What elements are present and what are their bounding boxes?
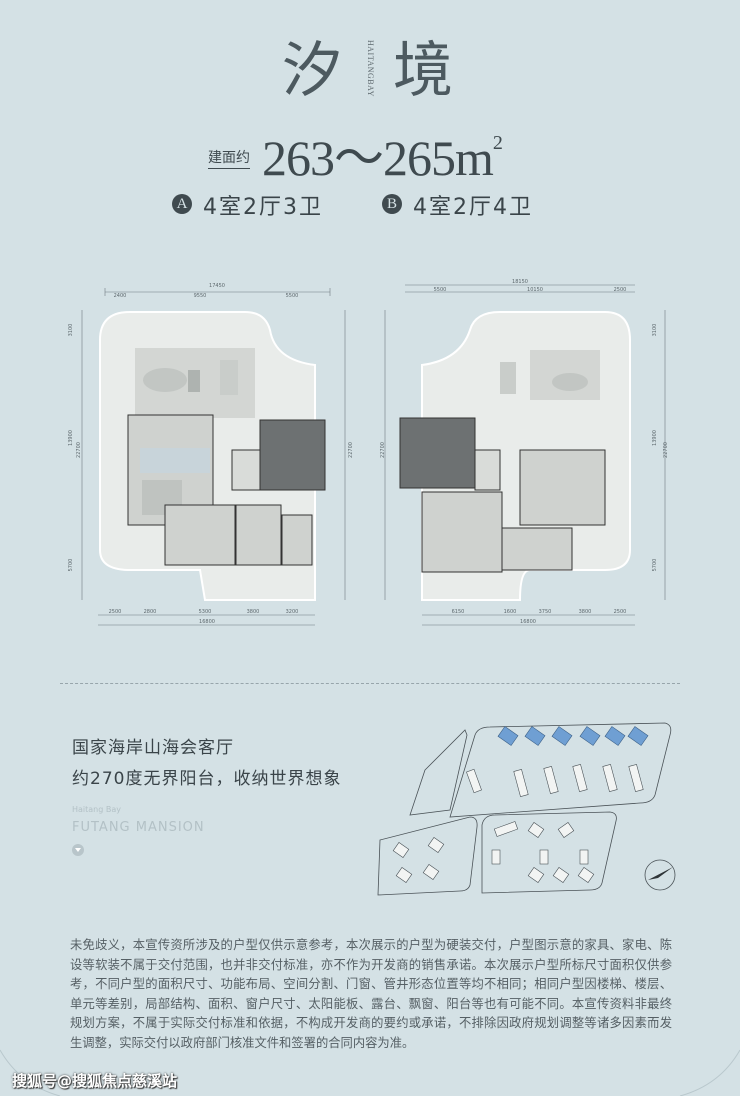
- dim-left-total: 22700: [76, 442, 82, 458]
- dim-bottom: 2800: [144, 609, 157, 615]
- decorative-arcs: [0, 1049, 740, 1096]
- section-divider: [60, 683, 680, 684]
- dim-bottom: 1600: [504, 609, 517, 615]
- vertical-english-title: HAITANGBAY: [366, 40, 375, 97]
- dim-bottom: 3750: [539, 609, 552, 615]
- area-label: 建面约: [208, 147, 250, 169]
- floor-plan-a: 17450 2400 9550 5500 3100 13900 5700 227…: [68, 283, 354, 626]
- dim-bottom: 3800: [247, 609, 260, 615]
- dim-bottom: 6150: [452, 609, 465, 615]
- area-number: 263～265m: [262, 130, 494, 186]
- dim-bottom: 5300: [199, 609, 212, 615]
- dim-bottom: 2500: [614, 609, 627, 615]
- site-plan: [377, 722, 676, 896]
- dim-right-total: 22700: [663, 442, 669, 458]
- watermark: 搜狐号@搜狐焦点慈溪站: [12, 1072, 178, 1090]
- dim-right-total: 22700: [348, 442, 354, 458]
- slogan-line-2: 约270度无界阳台，收纳世界想象: [72, 769, 342, 789]
- dim-right: 5700: [652, 559, 658, 572]
- dim-top: 2500: [614, 287, 627, 293]
- unit-b-badge: B: [382, 194, 402, 214]
- dim-left: 3100: [68, 324, 74, 337]
- dim-top: 5500: [286, 293, 299, 299]
- dim-bottom: 3200: [286, 609, 299, 615]
- title-char-1: 汐: [282, 36, 342, 106]
- compass-icon: [644, 859, 676, 891]
- dim-top: 2400: [114, 293, 127, 299]
- dim-left: 5700: [68, 559, 74, 572]
- dim-left-total: 22700: [380, 442, 386, 458]
- highlighted-buildings: [497, 726, 649, 746]
- dim-bottom: 2500: [109, 609, 122, 615]
- title-char-2: 境: [393, 36, 453, 106]
- disclaimer-text: 未免歧义，本宣传资所涉及的户型仅供示意参考，本次展示的户型为硬装交付，户型图示意…: [70, 938, 672, 1050]
- dim-bottom-total: 16800: [520, 619, 536, 625]
- dim-right: 13900: [652, 430, 658, 446]
- dim-top: 5500: [434, 287, 447, 293]
- english-title: FUTANG MANSION: [72, 820, 205, 835]
- area-value: 263～265m2: [262, 118, 503, 190]
- english-subtitle: Haitang Bay: [72, 805, 121, 814]
- area-unit-sup: 2: [492, 132, 503, 154]
- unit-a-badge: A: [172, 194, 192, 214]
- unit-b-rooms: 4室2厅4卫: [413, 195, 533, 220]
- slogan-line-1: 国家海岸山海会客厅: [72, 738, 234, 758]
- dim-bottom-total: 16800: [199, 619, 215, 625]
- dim-right: 3100: [652, 324, 658, 337]
- dim-top: 10150: [527, 287, 543, 293]
- dim-top: 9550: [194, 293, 207, 299]
- floor-plan-b: 18150 5500 10150 2500 22700 3100 13900 5…: [380, 279, 669, 626]
- dim-left: 13900: [68, 430, 74, 446]
- dim-bottom: 3800: [579, 609, 592, 615]
- unit-a-rooms: 4室2厅3卫: [203, 195, 323, 220]
- dim-top-total: 18150: [512, 279, 528, 285]
- chevron-down-icon: [72, 844, 84, 856]
- dim-top-total: 17450: [209, 283, 225, 289]
